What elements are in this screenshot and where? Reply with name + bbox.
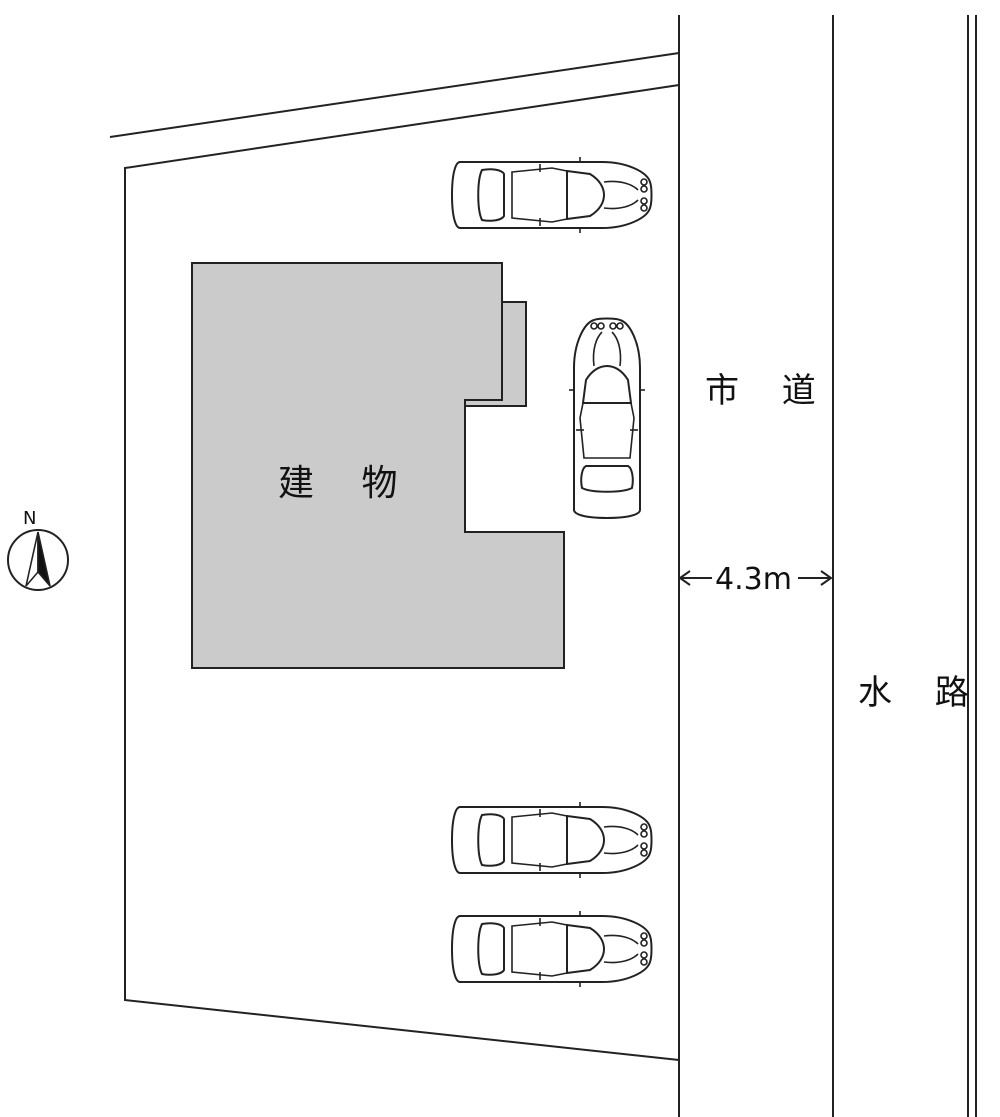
building-label: 建 物 [278,463,415,504]
car-lower [451,801,653,879]
car-middle [568,317,646,519]
north-arrow-icon [25,531,51,587]
city-road-label: 市 道 [705,371,832,411]
waterway-label: 水 路 [858,673,985,713]
north-compass: N [7,508,69,591]
building [191,262,565,669]
site-lot [124,84,680,1061]
north-label: N [23,508,36,529]
car-top [451,156,653,234]
neighbor-boundary-line [109,52,680,138]
road-width-dimension: 4.3m [678,562,833,597]
double-arrow-icon [678,570,833,586]
building-main [191,262,565,669]
road-width-label: 4.3m [715,562,792,597]
car-bottom [451,910,653,988]
